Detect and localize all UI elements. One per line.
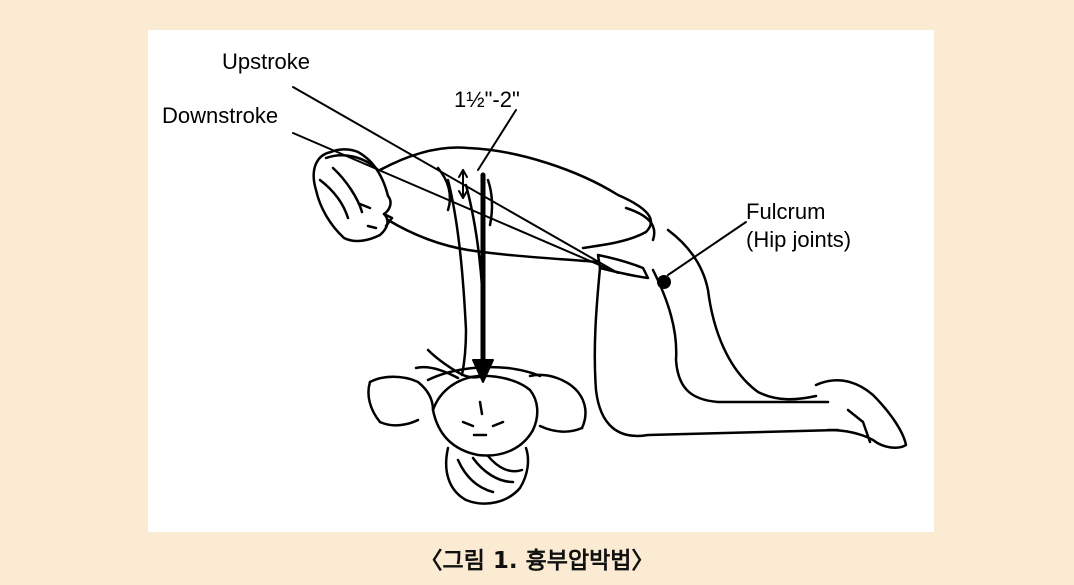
figure-caption: 〈그림 1. 흉부압박법〉 <box>0 541 1074 575</box>
patient-icon <box>368 367 585 503</box>
fulcrum-leader <box>668 222 746 275</box>
depth-leader <box>478 110 516 170</box>
upstroke-label: Upstroke <box>222 50 310 74</box>
hip-joints-label: (Hip joints) <box>746 228 851 252</box>
rescuer-legs-icon <box>595 230 906 448</box>
compression-arrow-icon <box>473 175 493 382</box>
rescuer-arms-icon <box>416 180 484 378</box>
depth-label: 1½"-2" <box>454 88 520 112</box>
fulcrum-dot-icon <box>657 275 671 289</box>
figure-panel: Upstroke Downstroke 1½"-2" Fulcrum (Hip … <box>148 30 934 532</box>
fulcrum-label: Fulcrum <box>746 200 825 224</box>
leader-lines <box>293 87 746 275</box>
rescuer-torso-icon <box>380 147 654 278</box>
downstroke-label: Downstroke <box>162 104 278 128</box>
rescuer-head-icon <box>314 149 392 241</box>
upstroke-leader <box>293 87 618 273</box>
